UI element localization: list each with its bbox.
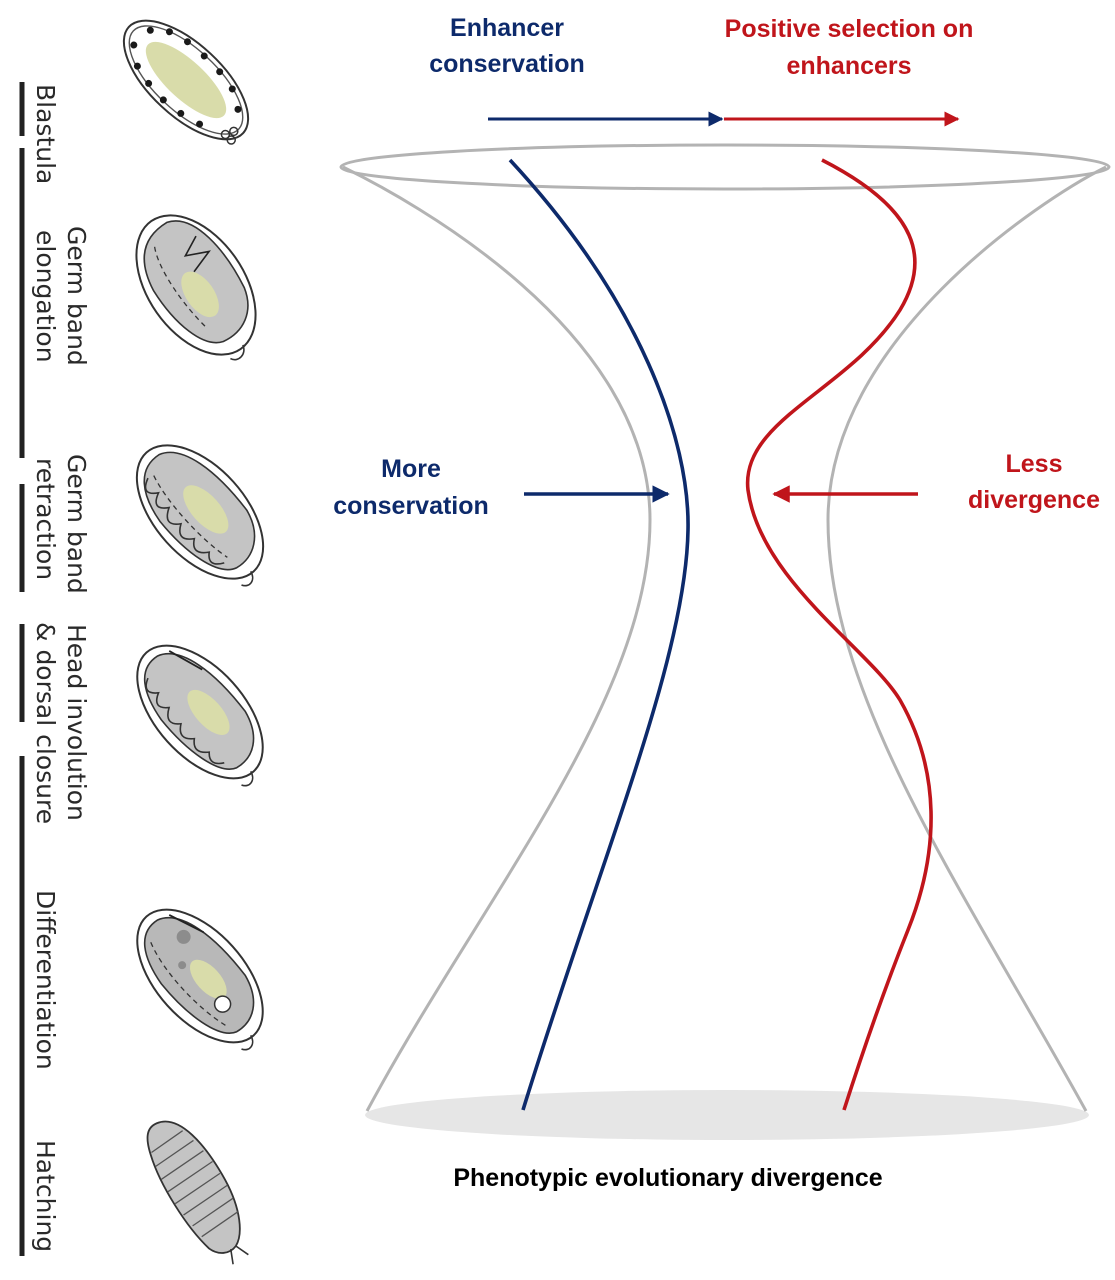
embryo-germ-band-elongation-icon (135, 214, 257, 361)
positive-selection-curve (745, 158, 933, 1111)
embryo-germ-band-retraction-icon (135, 444, 265, 587)
positive-selection-label-1: Positive selection on (725, 15, 974, 43)
hourglass-right-side (826, 165, 1107, 1112)
embryo-illustrations (122, 19, 265, 1265)
hourglass (339, 143, 1111, 1140)
enhancer-conservation-curve (508, 158, 690, 1111)
less-divergence-label-1: Less (1006, 450, 1063, 478)
hourglass-base-shadow (365, 1090, 1089, 1140)
larva-hatching-icon (146, 1120, 249, 1265)
yolk-blastula (145, 41, 227, 119)
less-divergence-label-2: divergence (968, 486, 1100, 514)
stage-label-germ-band-retraction-2: retraction (31, 458, 60, 580)
enhancer-conservation-label-2: conservation (429, 50, 585, 78)
enhancer-conservation-label-1: Enhancer (450, 14, 564, 42)
embryo-head-involution-icon (136, 644, 264, 787)
stage-label-hatching: Hatching (31, 1140, 60, 1252)
hourglass-left-side (342, 165, 652, 1112)
stage-labels: Blastula Germ band elongation Germ band … (31, 84, 91, 1252)
phenotypic-divergence-label: Phenotypic evolutionary divergence (453, 1164, 882, 1192)
positive-selection-label-2: enhancers (786, 52, 911, 80)
stage-label-germ-band-retraction-1: Germ band (62, 454, 91, 594)
stage-label-differentiation: Differentiation (31, 890, 60, 1070)
embryo-blastula-icon (122, 19, 250, 145)
more-conservation-label-1: More (381, 455, 441, 483)
stage-label-head-involution-1: Head involution (62, 624, 91, 821)
hourglass-top-rim (339, 143, 1111, 191)
more-conservation-label-2: conservation (333, 492, 489, 520)
stage-label-blastula: Blastula (31, 84, 60, 184)
stage-label-head-involution-2: & dorsal closure (31, 622, 60, 824)
embryo-differentiation-icon (136, 908, 264, 1051)
stage-label-germ-band-elongation-1: Germ band (62, 226, 91, 366)
stage-label-germ-band-elongation-2: elongation (31, 230, 60, 363)
